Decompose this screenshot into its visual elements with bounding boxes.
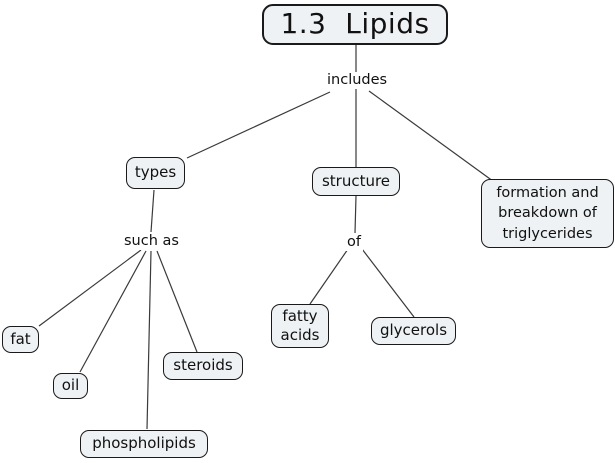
node-fat[interactable]: fat [2, 326, 39, 353]
connector-includes-types [186, 91, 331, 159]
node-glycerols[interactable]: glycerols [371, 317, 456, 345]
connector-suchas-steroids [156, 250, 198, 353]
link-label-of[interactable]: of [345, 234, 363, 251]
node-phospholipids[interactable]: phospholipids [80, 430, 208, 458]
connector-of-glycerols [361, 248, 415, 318]
node-structure[interactable]: structure [312, 167, 400, 196]
node-lipids-title[interactable]: 1.3 Lipids [262, 4, 448, 45]
connector-of-fattyacids [309, 248, 349, 305]
connector-suchas-phospholipids [146, 250, 152, 430]
link-label-includes[interactable]: includes [325, 72, 390, 89]
link-label-such-as[interactable]: such as [122, 233, 181, 250]
node-formation-breakdown-triglycerides[interactable]: formation and breakdown of triglycerides [481, 179, 614, 248]
node-steroids[interactable]: steroids [163, 352, 243, 380]
connector-suchas-oil [79, 250, 147, 373]
node-fatty-acids[interactable]: fatty acids [271, 304, 329, 348]
node-oil[interactable]: oil [53, 373, 88, 399]
node-types[interactable]: types [126, 157, 185, 189]
connector-includes-formation [368, 90, 498, 185]
connector-suchas-fat [38, 249, 142, 327]
connector-structure-of [354, 195, 357, 234]
connector-types-suchas [150, 189, 155, 233]
